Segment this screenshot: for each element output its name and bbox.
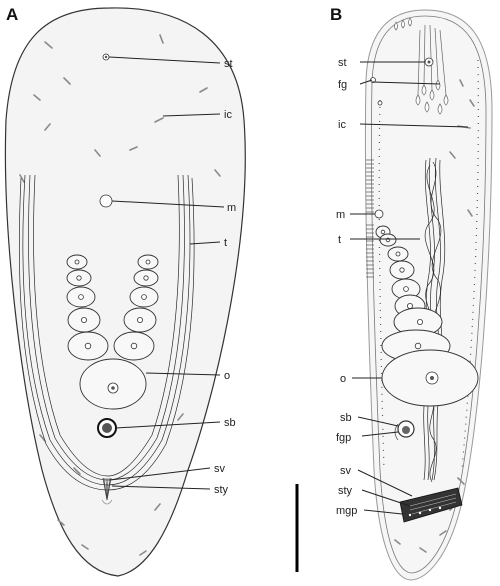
panel-a-mouth (100, 195, 112, 207)
panel-a-statocyst-core (105, 56, 107, 58)
panel-a-letter: A (6, 5, 18, 24)
label-b-fgp: fgp (336, 432, 351, 444)
panel-b-mouth (375, 210, 383, 218)
panel-b: B (330, 5, 492, 580)
label-a-ic: ic (224, 109, 232, 121)
label-a-o: o (224, 370, 230, 382)
label-b-o: o (340, 373, 346, 385)
panel-a-seminal-bursa-core (102, 423, 112, 433)
label-a-sty: sty (214, 484, 229, 496)
label-a-m: m (227, 202, 236, 214)
label-b-fg: fg (338, 79, 347, 91)
panel-b-seminal-bursa-core (402, 426, 410, 434)
label-b-sb: sb (340, 412, 352, 424)
label-b-sty: sty (338, 485, 353, 497)
label-a-t: t (224, 237, 227, 249)
label-b-mgp: mgp (336, 505, 357, 517)
label-a-sv: sv (214, 463, 226, 475)
panel-b-body-outline-outer (365, 10, 492, 580)
label-b-st: st (338, 57, 347, 69)
label-b-sv: sv (340, 465, 352, 477)
label-a-sb: sb (224, 417, 236, 429)
panel-a: A (5, 5, 245, 576)
label-b-m: m (336, 209, 345, 221)
label-b-ic: ic (338, 119, 346, 131)
label-a-st: st (224, 58, 233, 70)
label-b-t: t (338, 234, 341, 246)
panel-b-letter: B (330, 5, 342, 24)
panel-a-body-outline (5, 8, 245, 576)
